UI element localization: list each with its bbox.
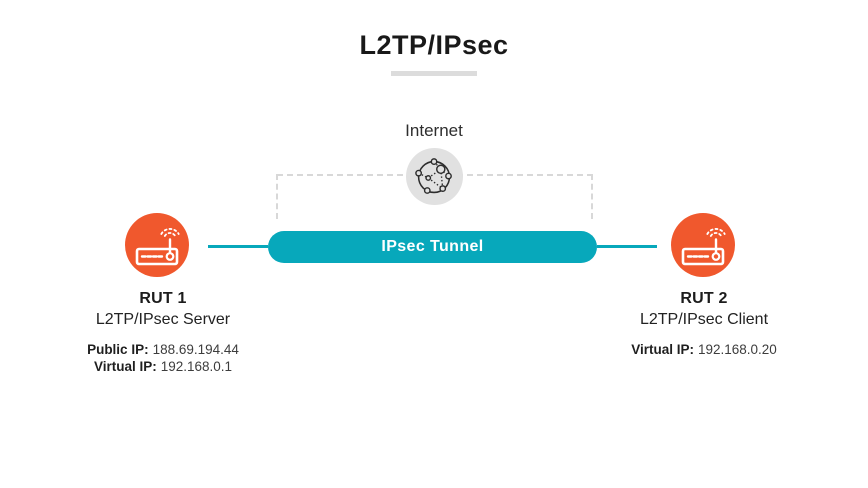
- ip-value: 192.168.0.1: [160, 359, 233, 374]
- link-line-right: [597, 245, 657, 248]
- ip-label: Virtual IP:: [631, 342, 694, 357]
- title-divider: [391, 71, 477, 76]
- router-icon: [681, 228, 726, 266]
- router-node-rut2: [671, 213, 735, 277]
- ip-label: Public IP:: [87, 342, 149, 357]
- device-role: L2TP/IPsec Server: [95, 311, 231, 328]
- device-info-rut1: RUT 1 L2TP/IPsec Server Public IP:188.69…: [43, 289, 283, 375]
- ipsec-tunnel-label: IPsec Tunnel: [381, 238, 484, 255]
- internet-label: Internet: [405, 121, 463, 140]
- internet-bracket-right: [591, 174, 593, 219]
- router-node-rut1: [125, 213, 189, 277]
- device-ip-list: Virtual IP:192.168.0.20: [584, 341, 824, 358]
- internet-globe-icon: [414, 157, 452, 194]
- ip-row: Virtual IP:192.168.0.1: [43, 358, 283, 375]
- link-line-left: [208, 245, 268, 248]
- device-role: L2TP/IPsec Client: [639, 311, 769, 328]
- ip-row: Virtual IP:192.168.0.20: [584, 341, 824, 358]
- ipsec-tunnel-pill: IPsec Tunnel: [268, 231, 597, 263]
- ip-value: 188.69.194.44: [152, 342, 239, 357]
- device-info-rut2: RUT 2 L2TP/IPsec Client Virtual IP:192.1…: [584, 289, 824, 358]
- internet-bracket-left: [276, 174, 278, 219]
- ip-value: 192.168.0.20: [697, 342, 777, 357]
- page-title: L2TP/IPsec: [359, 30, 509, 60]
- router-icon: [135, 228, 180, 266]
- ip-row: Public IP:188.69.194.44: [43, 341, 283, 358]
- internet-node: [406, 148, 463, 205]
- device-ip-list: Public IP:188.69.194.44 Virtual IP:192.1…: [43, 341, 283, 375]
- device-name: RUT 2: [680, 290, 728, 307]
- device-name: RUT 1: [139, 290, 187, 307]
- ip-label: Virtual IP:: [93, 359, 157, 374]
